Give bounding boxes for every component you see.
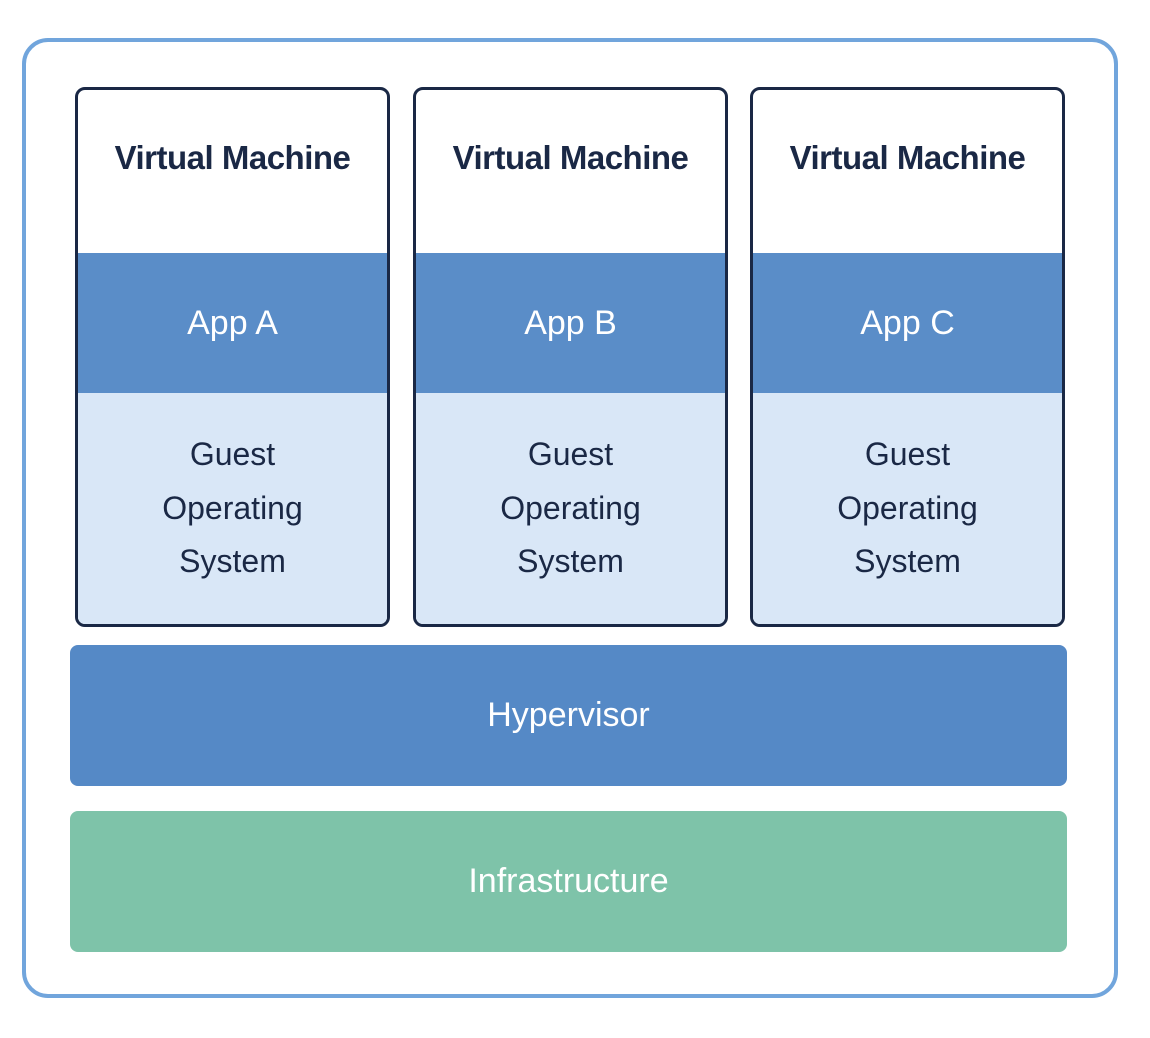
vm-3-guest-os-label: Guest Operating System — [837, 435, 978, 580]
vm-2-header: Virtual Machine — [416, 90, 725, 253]
infrastructure-label: Infrastructure — [468, 862, 669, 900]
hypervisor-bar: Hypervisor — [70, 645, 1067, 786]
vm-3-title: Virtual Machine — [789, 138, 1026, 176]
vm-box-1: Virtual Machine App A Guest Operating Sy… — [75, 87, 390, 627]
vm-1-app-band: App A — [78, 253, 387, 393]
vm-2-guest-os-band: Guest Operating System — [416, 393, 725, 624]
vm-3-app-label: App C — [860, 303, 955, 342]
vm-3-app-band: App C — [753, 253, 1062, 393]
vm-1-guest-os-label: Guest Operating System — [162, 435, 303, 580]
vm-2-guest-os-label: Guest Operating System — [500, 435, 641, 580]
vm-1-title: Virtual Machine — [114, 138, 351, 176]
vm-3-guest-os-band: Guest Operating System — [753, 393, 1062, 624]
vm-1-app-label: App A — [187, 303, 278, 342]
vm-2-app-label: App B — [524, 303, 617, 342]
vm-box-3: Virtual Machine App C Guest Operating Sy… — [750, 87, 1065, 627]
diagram-frame: Virtual Machine App A Guest Operating Sy… — [22, 38, 1118, 998]
vm-3-header: Virtual Machine — [753, 90, 1062, 253]
vm-2-title: Virtual Machine — [452, 138, 689, 176]
vm-1-header: Virtual Machine — [78, 90, 387, 253]
hypervisor-label: Hypervisor — [487, 696, 650, 734]
vm-1-guest-os-band: Guest Operating System — [78, 393, 387, 624]
vm-box-2: Virtual Machine App B Guest Operating Sy… — [413, 87, 728, 627]
vm-2-app-band: App B — [416, 253, 725, 393]
infrastructure-bar: Infrastructure — [70, 811, 1067, 952]
